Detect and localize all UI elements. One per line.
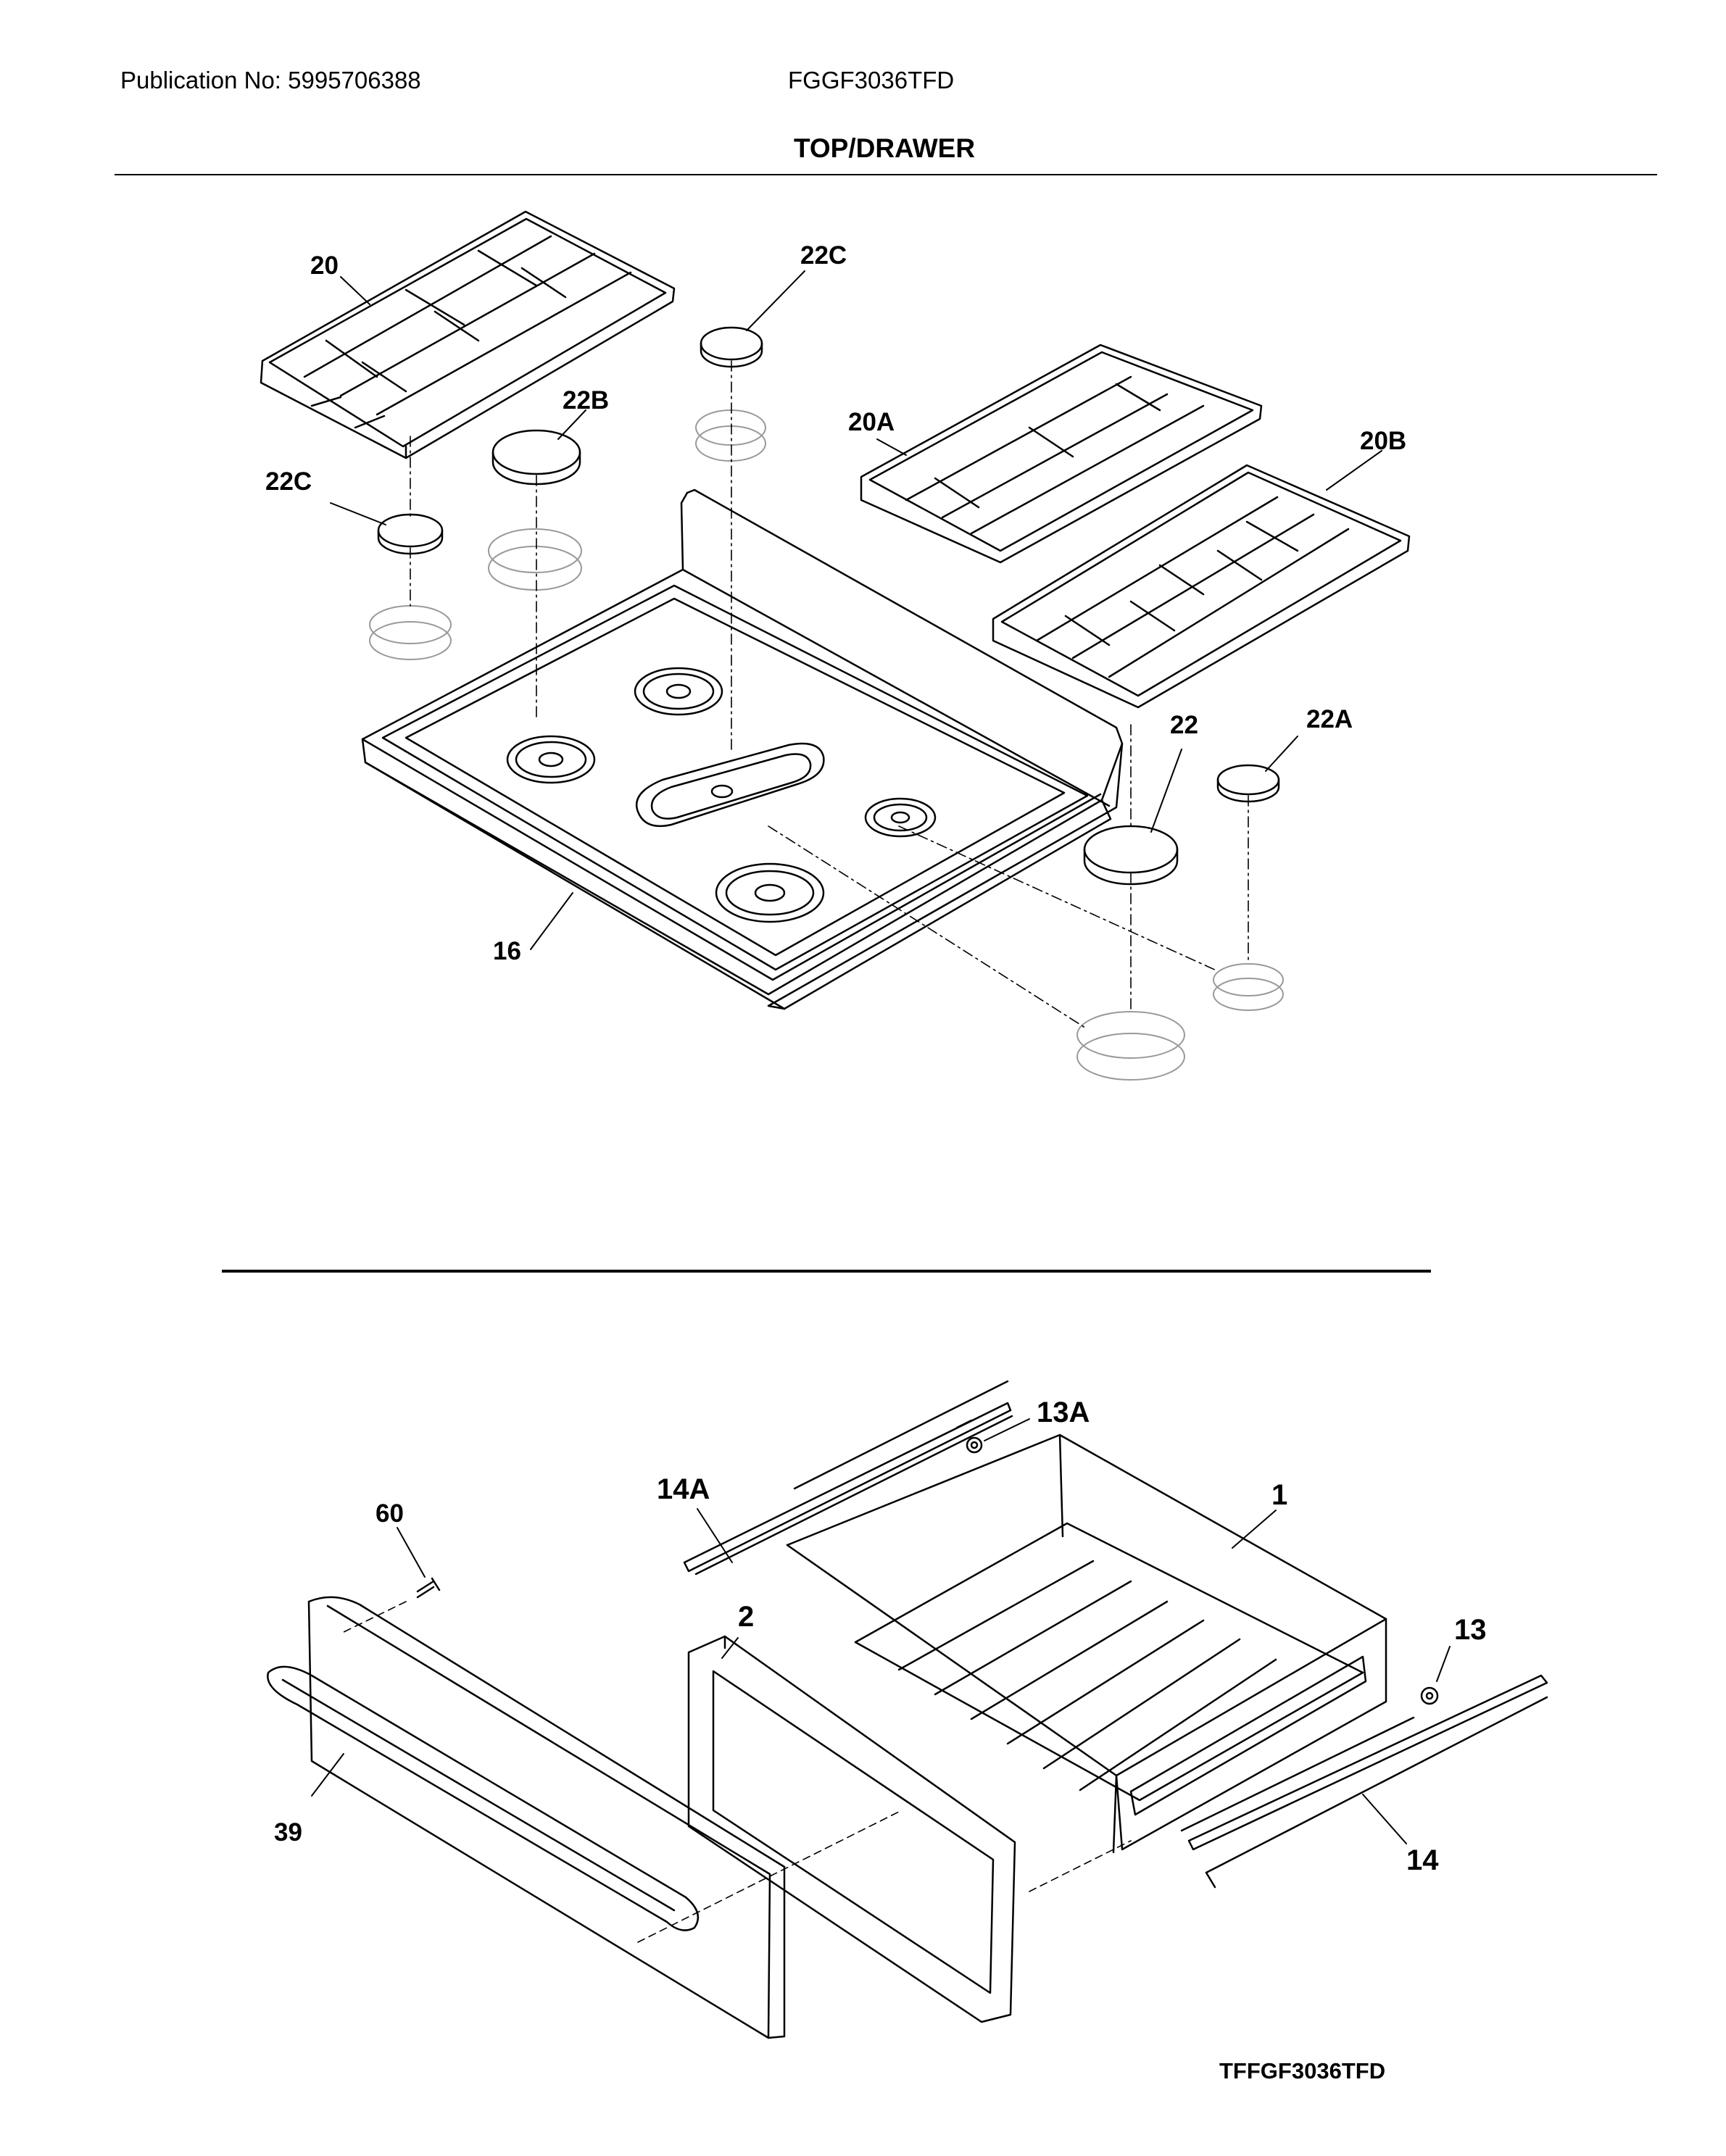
diagram-code: TFFGF3036TFD: [1219, 2058, 1386, 2084]
header-rule: [115, 174, 1657, 175]
grate-20: [260, 210, 676, 459]
callout-14a: 14A: [657, 1473, 710, 1505]
burner-cap-22: [1083, 825, 1179, 874]
callout-1: 1: [1271, 1479, 1287, 1511]
burner-cap-22c-top: [700, 326, 763, 361]
alignment-lines-bottom: [340, 1601, 1132, 1943]
grate-20a: [860, 344, 1263, 564]
callout-39: 39: [274, 1818, 302, 1847]
model-number: FGGF3036TFD: [788, 67, 955, 93]
roller-13: [1420, 1686, 1439, 1705]
grate-20b: [992, 464, 1411, 709]
callout-22: 22: [1170, 711, 1198, 739]
drawer-panel-2: [687, 1635, 1016, 2023]
callout-13: 13: [1454, 1614, 1487, 1646]
cooktop-16: [361, 488, 1124, 1010]
callout-13a: 13A: [1037, 1397, 1090, 1428]
drawer-front-39: [267, 1596, 786, 2039]
leader-lines-bottom: [311, 1418, 1451, 1844]
drawer-rail-14: [1180, 1674, 1548, 1889]
callout-2: 2: [738, 1601, 754, 1633]
callout-22c-left: 22C: [265, 467, 312, 496]
screw-60: [416, 1577, 441, 1599]
callout-20a: 20A: [848, 408, 895, 436]
callout-22a: 22A: [1306, 705, 1353, 733]
slide-rail-14a: [683, 1380, 1013, 1576]
callout-22b: 22B: [563, 386, 609, 415]
leader-lines-top: [330, 270, 1382, 950]
alignment-lines: [410, 360, 1249, 1030]
callout-22c-top: 22C: [800, 241, 847, 270]
burner-cap-22c-left: [377, 513, 444, 548]
burner-heads: [369, 409, 1284, 1081]
section-title: TOP/DRAWER: [793, 133, 976, 163]
callout-14: 14: [1406, 1844, 1439, 1876]
callout-20: 20: [310, 251, 339, 280]
burner-cap-22a: [1216, 764, 1280, 796]
drawer-body-1: [786, 1433, 1387, 1854]
roller-13a: [966, 1436, 983, 1454]
burner-cap-22b: [491, 429, 581, 475]
callout-60: 60: [376, 1499, 404, 1528]
publication-number: Publication No: 5995706388: [120, 67, 421, 93]
section-divider: [222, 1270, 1431, 1273]
callout-20b: 20B: [1360, 427, 1406, 455]
callout-16: 16: [493, 937, 521, 965]
